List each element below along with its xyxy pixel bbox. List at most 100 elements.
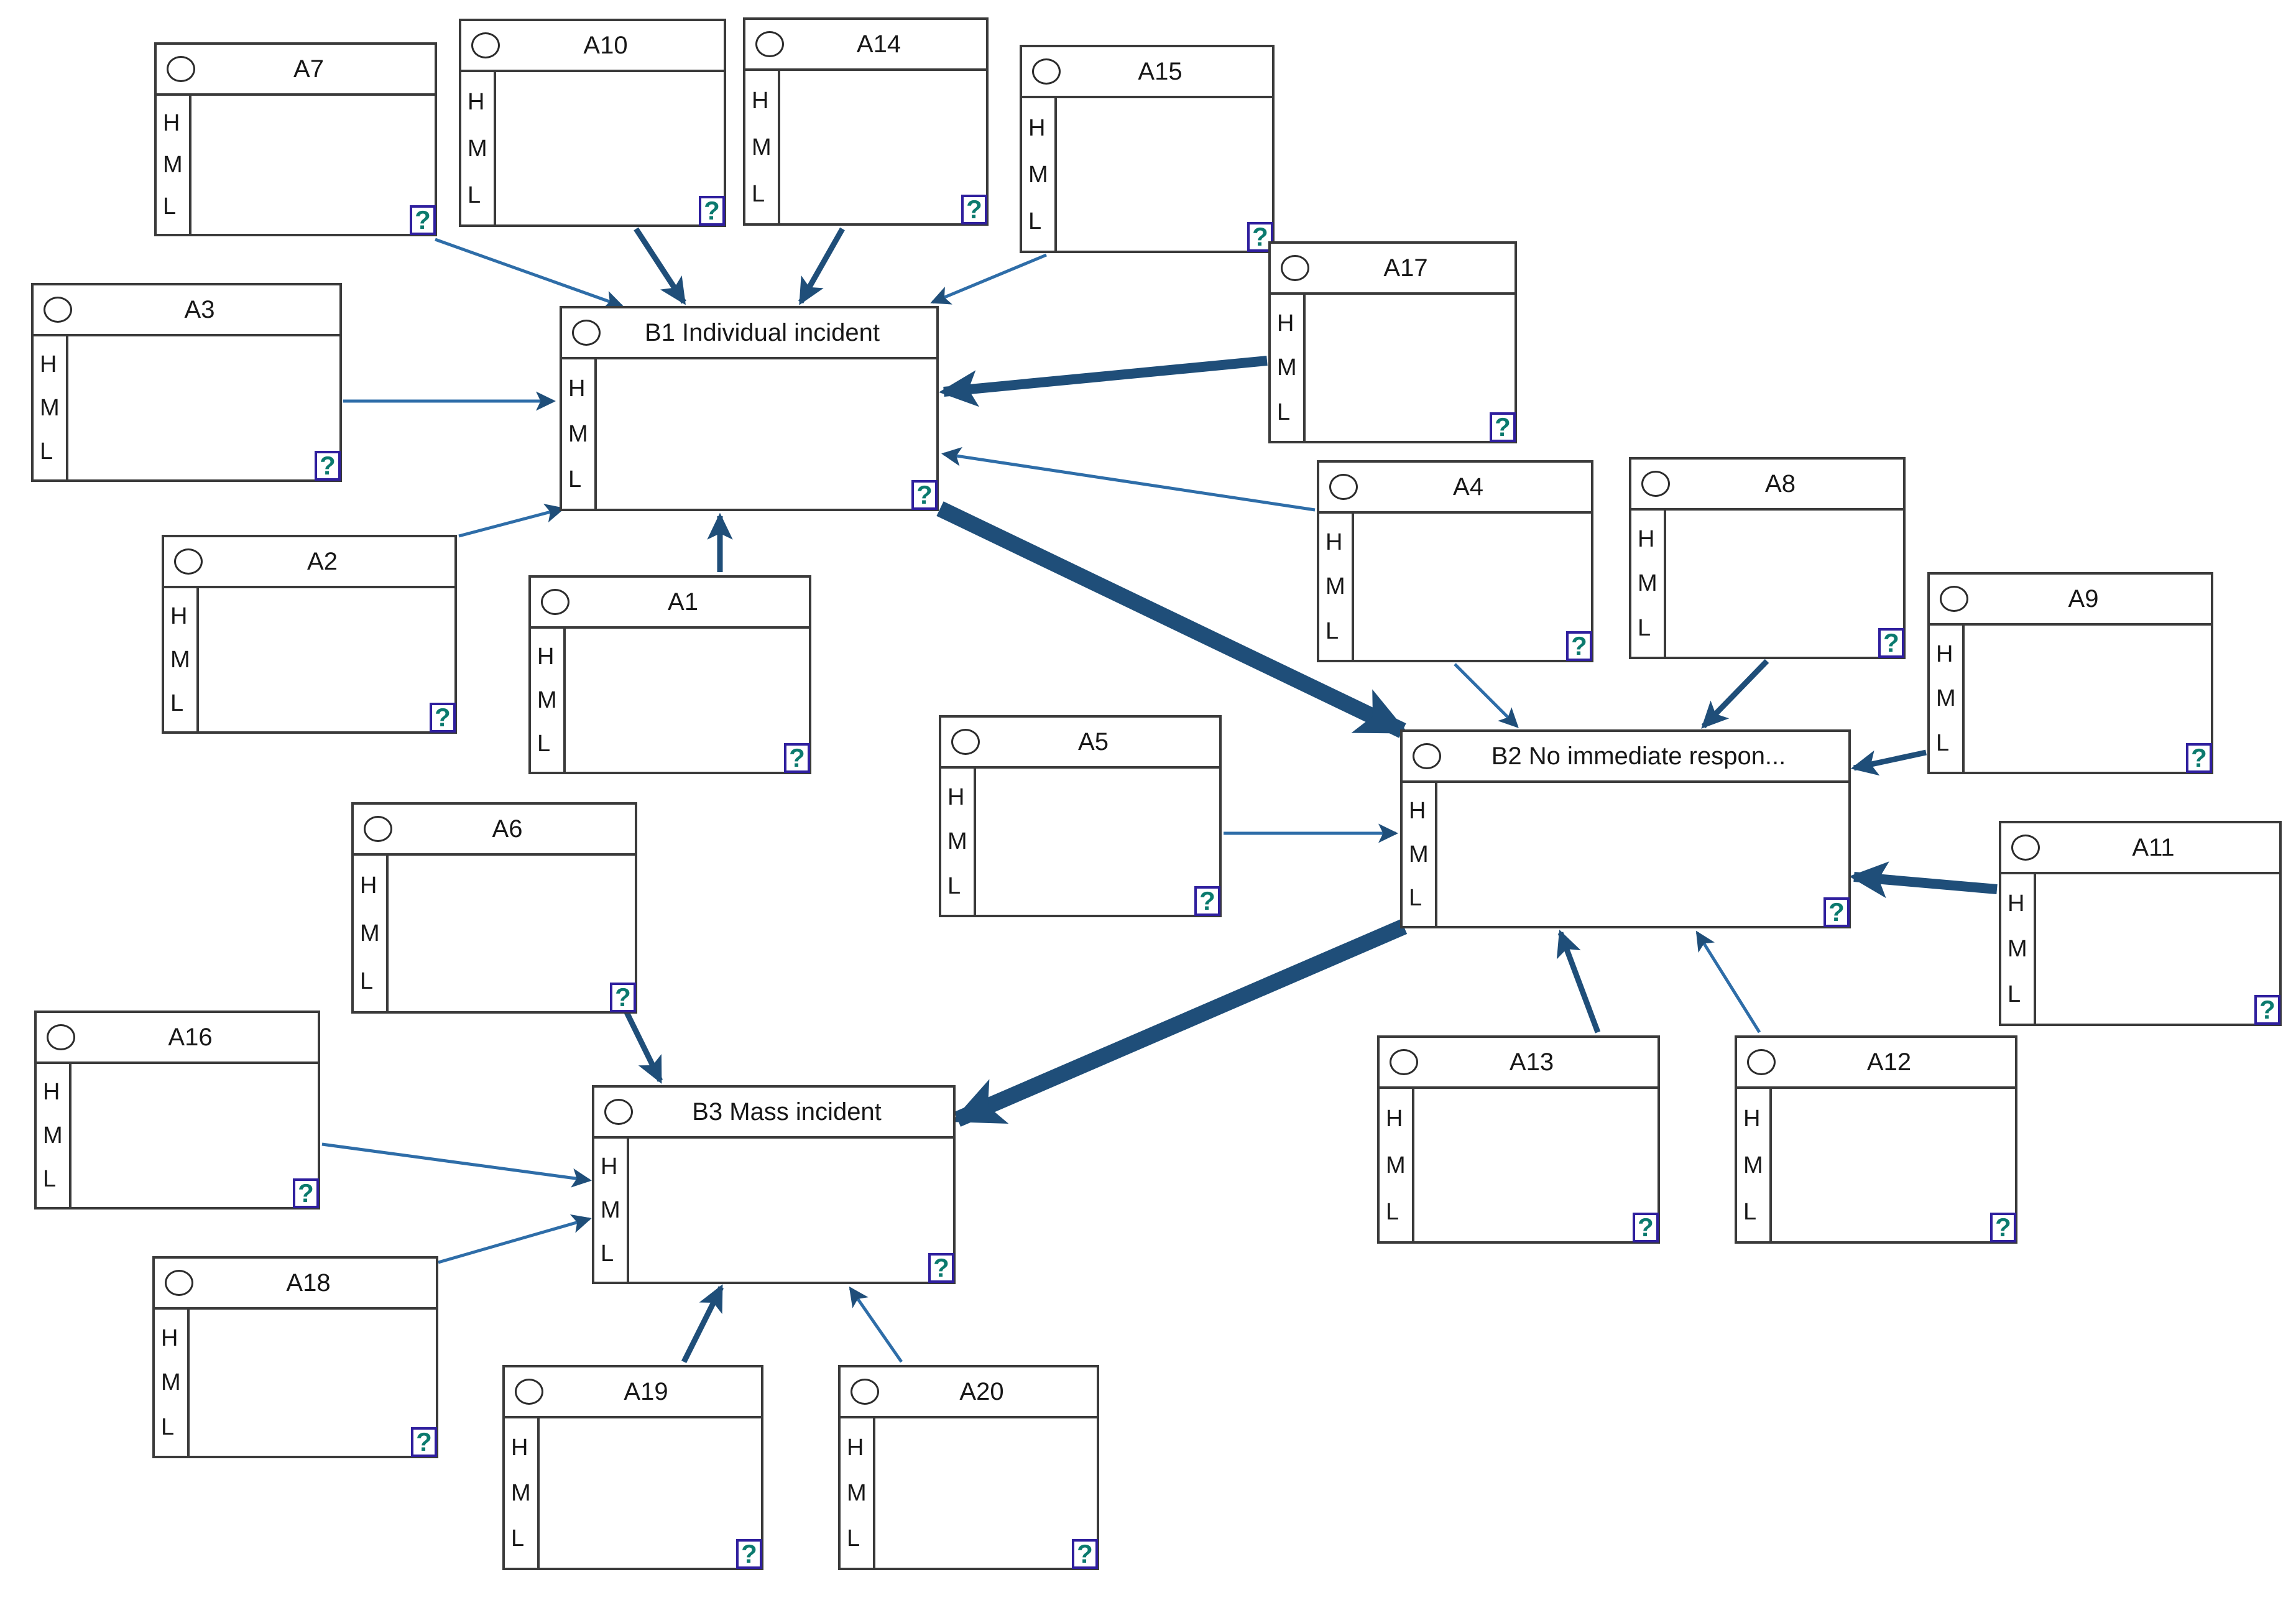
node-header-a13: A13 — [1380, 1038, 1657, 1089]
question-badge-icon[interactable]: ? — [315, 451, 341, 481]
edge-a19-to-b3[interactable] — [681, 1284, 724, 1364]
node-header-a7: A7 — [157, 45, 435, 96]
question-badge-icon[interactable]: ? — [736, 1539, 762, 1569]
edge-a16-to-b3[interactable] — [321, 1142, 592, 1188]
edge-a11-to-b2[interactable] — [1849, 861, 1998, 899]
question-badge-icon[interactable]: ? — [411, 1427, 437, 1457]
question-badge-icon[interactable]: ? — [911, 480, 938, 510]
question-badge-icon[interactable]: ? — [1823, 897, 1850, 927]
state-label-l: L — [1743, 1198, 1757, 1225]
question-badge-icon[interactable]: ? — [1990, 1213, 2016, 1242]
edge-a8-to-b2[interactable] — [1701, 659, 1769, 729]
node-title-a5: A5 — [1078, 729, 1109, 754]
node-title-a9: A9 — [2068, 586, 2099, 611]
node-type-oval-icon — [755, 31, 784, 57]
state-label-l: L — [847, 1525, 860, 1552]
edge-a2-to-b1[interactable] — [458, 504, 565, 538]
question-badge-icon[interactable]: ? — [1633, 1213, 1659, 1242]
node-title-a19: A19 — [624, 1379, 668, 1404]
state-label-h: H — [161, 1325, 178, 1351]
edge-a13-to-b2[interactable] — [1556, 929, 1601, 1034]
edge-a4-to-b2[interactable] — [1454, 663, 1519, 728]
edge-a20-to-b3[interactable] — [849, 1286, 903, 1363]
question-badge-icon[interactable]: ? — [410, 205, 436, 235]
state-label-h: H — [601, 1154, 618, 1180]
question-badge-icon[interactable]: ? — [293, 1178, 319, 1208]
state-label-l: L — [537, 731, 551, 757]
question-badge-icon[interactable]: ? — [610, 983, 636, 1012]
edge-a12-to-b2[interactable] — [1695, 930, 1761, 1034]
edge-a14-to-b1[interactable] — [798, 227, 845, 305]
belief-bar-area-a7 — [191, 96, 435, 234]
state-label-h: H — [40, 351, 57, 377]
belief-bar-area-a9 — [1965, 626, 2211, 772]
question-badge-icon[interactable]: ? — [1490, 412, 1516, 442]
state-label-l: L — [1028, 208, 1042, 234]
question-badge-icon[interactable]: ? — [1072, 1539, 1098, 1569]
node-header-a12: A12 — [1737, 1038, 2015, 1089]
question-badge-icon[interactable]: ? — [928, 1253, 954, 1283]
edge-a17-to-b1[interactable] — [939, 356, 1268, 407]
edge-a10-to-b1[interactable] — [634, 227, 686, 305]
edge-a15-to-b1[interactable] — [930, 253, 1047, 305]
edge-b2-to-b3[interactable] — [951, 919, 1408, 1127]
question-badge-icon[interactable]: ? — [699, 196, 725, 226]
node-type-oval-icon — [44, 297, 72, 323]
node-type-oval-icon — [851, 1379, 879, 1405]
question-badge-icon[interactable]: ? — [961, 195, 987, 224]
edge-a9-to-b2[interactable] — [1850, 749, 1927, 776]
edge-a18-to-b3[interactable] — [438, 1214, 592, 1264]
node-title-a2: A2 — [307, 549, 338, 574]
node-type-oval-icon — [1641, 471, 1670, 497]
edge-a4-to-b1[interactable] — [941, 446, 1316, 512]
question-badge-icon[interactable]: ? — [2254, 995, 2280, 1025]
question-badge-icon[interactable]: ? — [1566, 631, 1592, 661]
question-badge-icon[interactable]: ? — [430, 703, 456, 733]
question-badge-icon[interactable]: ? — [784, 743, 810, 773]
node-title-a18: A18 — [286, 1270, 331, 1295]
node-type-oval-icon — [541, 589, 569, 615]
state-label-l: L — [568, 466, 582, 493]
question-badge-icon[interactable]: ? — [1194, 886, 1220, 916]
node-header-a2: A2 — [164, 537, 454, 588]
question-badge-icon[interactable]: ? — [1247, 222, 1273, 252]
node-type-oval-icon — [1390, 1049, 1418, 1075]
question-badge-icon[interactable]: ? — [1878, 628, 1904, 658]
state-label-l: L — [947, 873, 961, 900]
question-badge-icon[interactable]: ? — [2186, 743, 2212, 773]
edge-a6-to-b3[interactable] — [624, 1011, 663, 1084]
edge-a7-to-b1[interactable] — [435, 238, 624, 310]
node-type-oval-icon — [174, 548, 203, 575]
